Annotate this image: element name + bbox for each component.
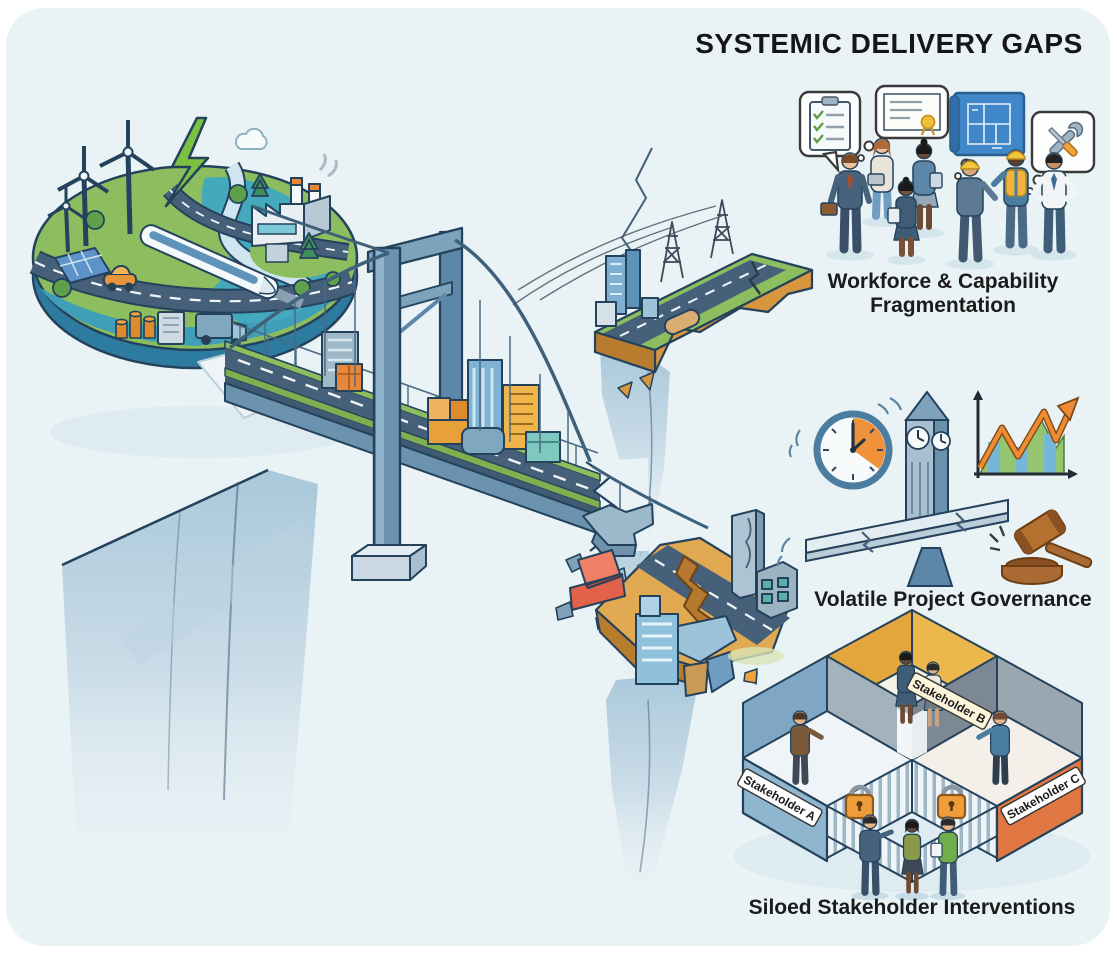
debris [683,661,709,697]
worker-figure-icon [820,152,874,261]
volatility-chart-icon [973,390,1080,479]
deck-buildings [321,331,561,463]
smoke [318,153,338,178]
building-icon [595,249,659,327]
debris [639,371,655,391]
clipboard-icon [930,842,943,858]
orange-shard [743,667,758,684]
wind-turbine-icon [99,120,156,235]
van [461,427,505,455]
outside-figure [895,818,929,901]
disconnected-grid-fragment [512,199,814,399]
stakeholder-c-figure [976,710,1010,785]
deadline-clock-icon [813,397,903,490]
lightning-bolt-icon [164,116,210,208]
tower-pedestal [351,544,427,581]
deck-edge-beam [225,376,600,516]
silos-caption: Siloed Stakeholder Interventions [748,896,1076,919]
worker-figure-icon [887,176,925,265]
deck-road [225,348,600,501]
gavel-icon [989,509,1093,585]
governance-scene [776,390,1093,587]
suspension-bridge-icon [197,204,709,630]
fragment-road [602,260,786,346]
cloud-icon [235,127,268,150]
lower-cliff-face [606,672,700,905]
hardhat-icon [960,160,980,170]
road-crack [748,261,762,295]
briefcase-icon [820,202,838,216]
fractured-road-fragment [569,503,798,697]
power-pylon-icon [660,199,734,283]
governance-caption: Volatile Project Governance [814,588,1092,611]
worker-figure-icon [991,149,1039,256]
wind-turbine-icon [57,146,110,247]
silos-scene: Stakeholder A Stakeholder B Stakeholder … [734,609,1090,901]
worker-figure-icon [946,159,998,270]
fragment-side [653,268,814,374]
cargo-crates [427,397,469,445]
page-title: SYSTEMIC DELIVERY GAPS [695,28,1083,59]
certificate-bubble-icon [857,84,950,162]
traffic-barrier-icon [569,549,626,611]
suspender-cables [264,268,569,462]
bridge-shadow [120,520,312,666]
coin-stack-icon [115,310,156,339]
padlock-icon [844,784,875,820]
car-icon [103,265,137,292]
tree-icon [52,173,341,298]
hardhat-icon [1006,150,1026,160]
plank-cracks [861,512,967,553]
doorway [912,708,927,760]
puddle [728,647,784,665]
workforce-caption: Workforce & Capability Fragmentation [827,270,1059,317]
building-icon [635,561,798,697]
wind-turbine-icon [47,184,85,253]
suspension-cables [228,204,594,467]
left-cliff-face [62,470,318,880]
vehicle-blob [663,308,701,336]
stakeholder-a-figure [790,710,824,785]
clipboard-icon [887,207,901,224]
outside-figure [930,816,966,901]
train-icon [139,224,280,300]
sustainable-city-island [29,116,359,370]
worker-figure-icon [1030,152,1078,261]
cracked-seesaw-icon [776,498,1009,587]
debris [705,651,735,693]
depot-building [157,311,185,345]
debris [617,381,633,399]
checklist-bubble-icon [798,90,862,174]
clock-tower-icon [904,390,951,530]
outside-figure [851,814,894,900]
workforce-scene [798,84,1096,270]
factory-icon [251,153,338,263]
motion-lines [788,429,801,458]
slab-chunk [582,503,654,557]
